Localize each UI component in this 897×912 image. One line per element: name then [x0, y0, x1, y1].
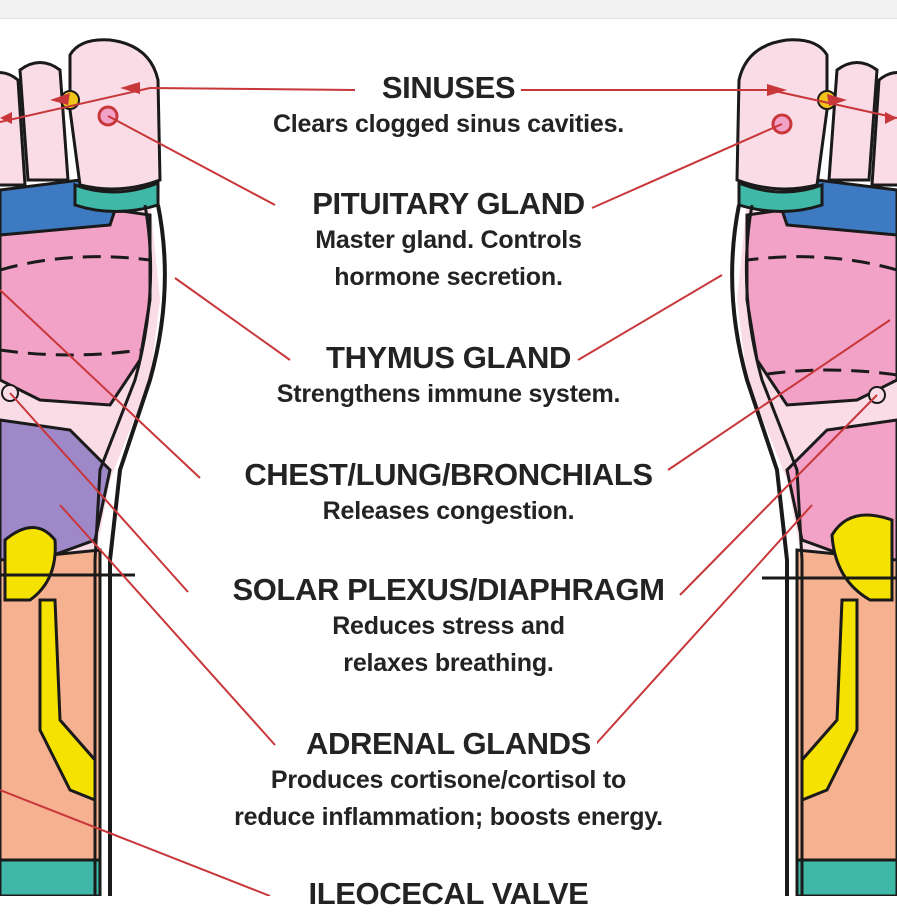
leader-adrenal-right — [594, 504, 813, 746]
zone-title: CHEST/LUNG/BRONCHIALS — [238, 457, 659, 492]
right-dashed-diaphragm-2 — [759, 368, 897, 377]
right-dashed-diaphragm — [746, 255, 897, 272]
leader-thymus-right — [577, 274, 723, 361]
zone-sinuses: SINUSES Clears clogged sinus cavities. — [0, 70, 897, 143]
left-dashed-diaphragm — [0, 255, 151, 272]
zone-desc-line: Releases congestion. — [316, 497, 581, 525]
zone-desc-line: Reduces stress and — [326, 612, 571, 640]
right-heel-outline — [730, 204, 789, 896]
leader-pituitary-right — [591, 123, 783, 209]
zone-solar-plexus-diaphragm: SOLAR PLEXUS/DIAPHRAGM Reduces stress an… — [0, 572, 897, 682]
zone-chest-lung-bronchials: CHEST/LUNG/BRONCHIALS Releases congestio… — [0, 457, 897, 530]
leader-ileocecal-left — [0, 789, 271, 896]
right-small-toe-2 — [870, 71, 897, 187]
zone-title: THYMUS GLAND — [320, 340, 577, 375]
zone-desc-line: relaxes breathing. — [337, 649, 560, 677]
zone-pituitary-gland: PITUITARY GLAND Master gland. Controls h… — [0, 186, 897, 296]
arrowhead-sinus-far-left — [0, 112, 12, 124]
right-small-toe-1 — [827, 61, 879, 182]
leader-arrowheads — [0, 82, 897, 124]
leader-chest-left — [0, 289, 201, 479]
right-inner-outline — [744, 204, 804, 896]
arrowhead-sinus-left — [120, 82, 140, 94]
left-yellow-channel — [38, 598, 97, 803]
left-bottom-teal — [0, 858, 102, 896]
zone-adrenal-glands: ADRENAL GLANDS Produces cortisone/cortis… — [0, 726, 897, 836]
zone-thymus-gland: THYMUS GLAND Strengthens immune system. — [0, 340, 897, 413]
zone-desc-line: hormone secretion. — [334, 263, 563, 291]
leader-chest-right — [667, 319, 891, 471]
zone-title: PITUITARY GLAND — [306, 186, 591, 221]
zone-desc-line: reduce inflammation; boosts energy. — [228, 803, 669, 831]
leader-adrenal-left — [59, 504, 276, 746]
leader-sinuses-left — [149, 87, 356, 91]
left-foot — [0, 38, 167, 896]
leader-sinuses-left-2 — [0, 87, 151, 123]
top-strip — [0, 0, 897, 19]
zone-desc-line: Clears clogged sinus cavities. — [266, 106, 631, 143]
zone-title: SINUSES — [375, 70, 522, 105]
zone-desc-line: Strengthens immune system. — [270, 380, 627, 408]
leader-plexus-left — [9, 392, 189, 593]
arrowhead-sinus-far-right — [885, 112, 897, 124]
zone-ileocecal-valve: ILEOCECAL VALVE — [0, 876, 897, 912]
zone-desc-line: Produces cortisone/cortisol to — [264, 766, 633, 794]
arrowhead-sinus-right — [767, 84, 787, 96]
right-bottom-teal — [795, 858, 897, 896]
leader-pituitary-left — [107, 115, 276, 206]
zone-title: SOLAR PLEXUS/DIAPHRAGM — [226, 572, 671, 607]
left-small-toe-2 — [0, 71, 27, 187]
left-inner-outline — [93, 204, 153, 896]
left-adrenal-yellow — [3, 526, 57, 602]
arrowhead-sinus-right-2 — [827, 94, 847, 106]
left-small-toe-1 — [18, 61, 70, 182]
right-foot — [730, 38, 897, 896]
arrowhead-sinus-left-2 — [50, 93, 70, 105]
zone-desc-line: Master gland. Controls — [315, 226, 582, 254]
leader-plexus-right — [679, 394, 878, 596]
leader-thymus-left — [174, 277, 291, 361]
right-yellow-channel — [800, 598, 859, 803]
left-heel-outline — [108, 204, 167, 896]
zone-title: ILEOCECAL VALVE — [302, 876, 595, 911]
zone-title: ADRENAL GLANDS — [300, 726, 597, 761]
